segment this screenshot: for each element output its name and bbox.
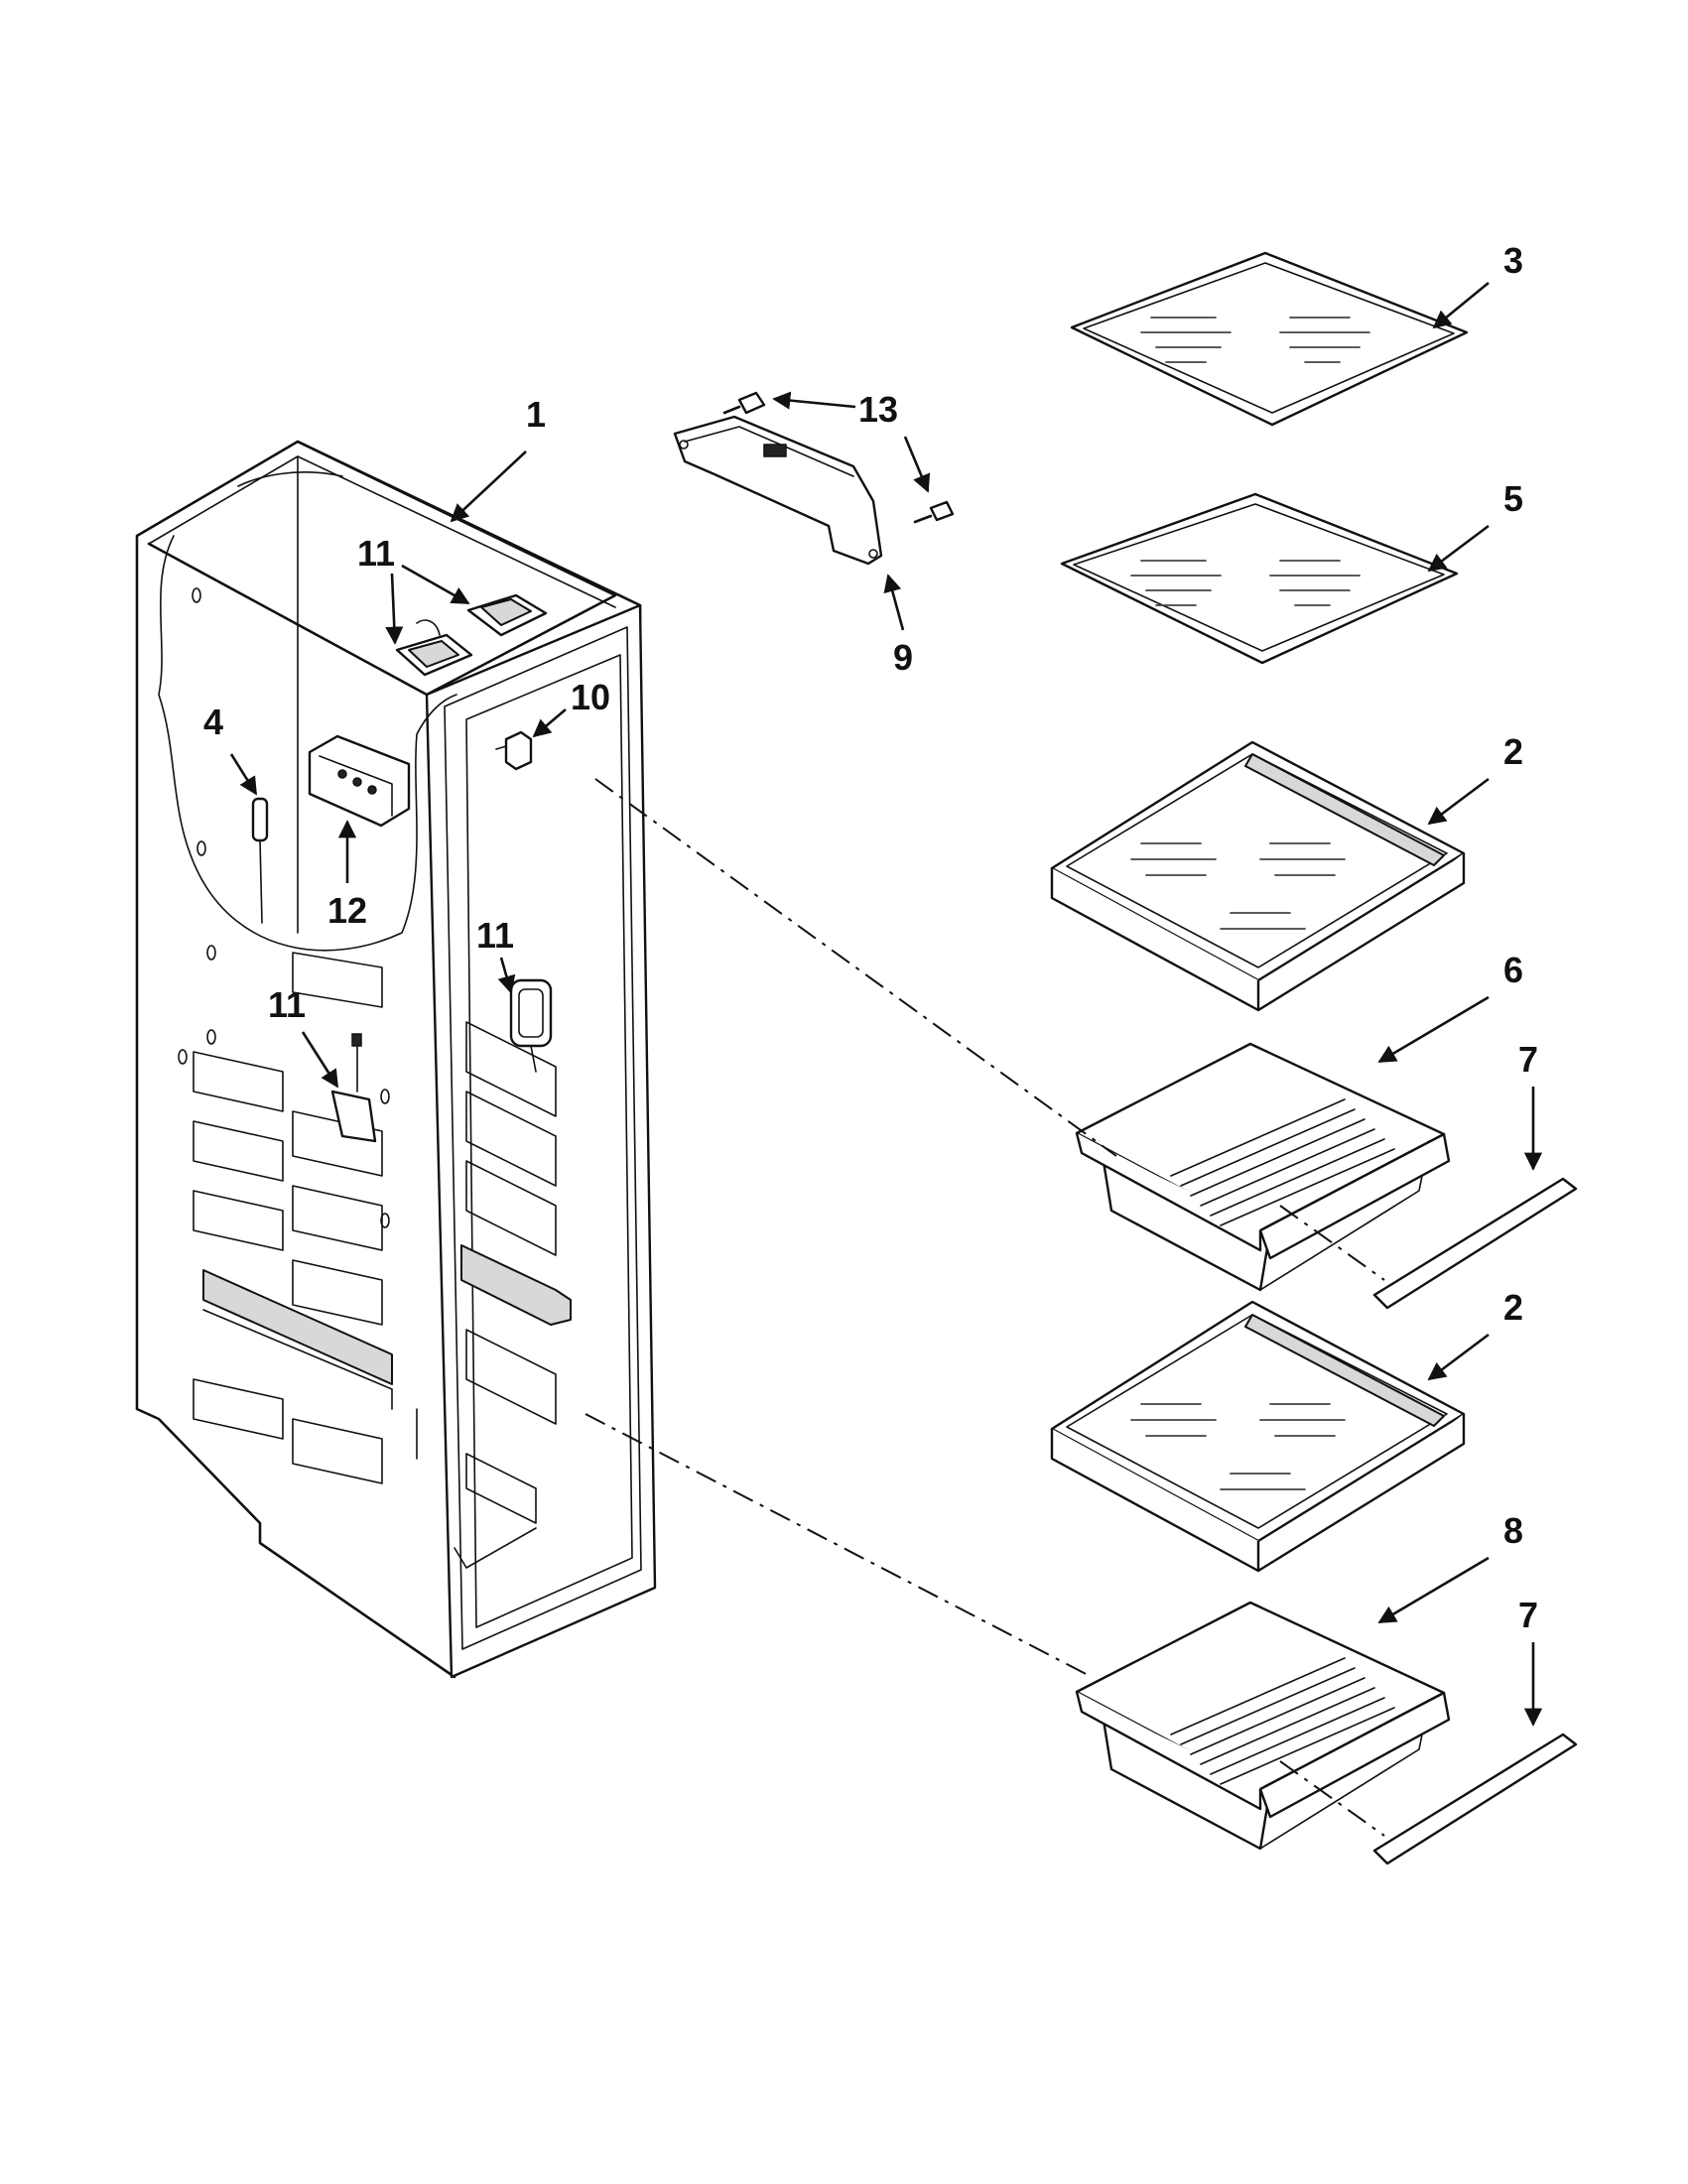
callout-11-top: 11 [357,533,395,574]
glass-shelf-part-5 [1060,492,1459,665]
screw-part-13-b [913,500,955,524]
sensor-part-11-back [330,1033,377,1143]
switch-part-10 [495,730,533,771]
sensor-part-11-top [395,593,548,677]
framed-shelf-part-2-lower [1050,1300,1466,1573]
callout-4: 4 [203,702,223,742]
slide-rail-part-7-upper [1372,1177,1578,1310]
callout-2-lower: 2 [1503,1287,1523,1328]
bracket-part-9 [673,415,883,566]
crisper-drawer-part-6 [1075,1042,1451,1292]
callout-1: 1 [526,394,546,435]
callout-2-upper: 2 [1503,731,1523,772]
thermistor-part-4 [251,797,269,924]
alignment-line-rail-upper [1279,1205,1385,1281]
crisper-drawer-part-8 [1075,1601,1451,1851]
callout-10: 10 [571,677,610,717]
screw-part-13-a [722,391,766,415]
callout-11-back: 11 [268,984,306,1025]
callout-6: 6 [1503,950,1523,990]
glass-shelf-part-3 [1070,251,1469,427]
liner-mounting-holes [178,587,390,1228]
callout-labels: 1 2 2 3 4 5 6 7 7 8 9 10 11 11 11 12 13 [203,240,1538,1635]
callout-7-upper: 7 [1518,1039,1538,1080]
leader-arrows [229,281,1543,1727]
slide-rail-part-7-lower [1372,1733,1578,1865]
callout-3: 3 [1503,240,1523,281]
callout-8: 8 [1503,1510,1523,1551]
callout-5: 5 [1503,478,1523,519]
liner-part-1 [135,440,657,1679]
callout-11-right: 11 [476,915,514,956]
alignment-line-rail-lower [1279,1760,1385,1837]
framed-shelf-part-2-upper [1050,740,1466,1012]
callout-9: 9 [893,637,913,678]
alignment-line-lower [584,1413,1093,1678]
liner-back-wall-panels [193,952,393,1484]
light-housing-part-12 [308,734,411,828]
callout-13: 13 [858,389,898,430]
light-lens-part-11 [509,978,553,1073]
callout-12: 12 [327,890,367,931]
liner-right-wall-panels [454,1021,572,1569]
callout-7-lower: 7 [1518,1595,1538,1635]
alignment-line-upper [594,778,1117,1157]
